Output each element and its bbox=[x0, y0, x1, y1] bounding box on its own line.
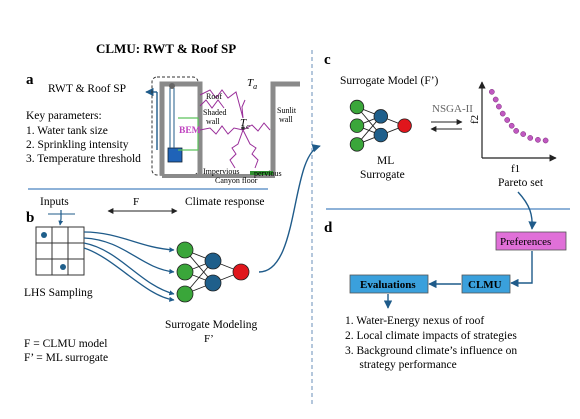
lhs-label: LHS Sampling bbox=[24, 287, 93, 299]
canyon-schematic: BEM Ta Tc Roof Shaded wall Sunlit wall I… bbox=[151, 76, 300, 185]
resistance-network bbox=[199, 89, 271, 169]
evaluations-label: Evaluations bbox=[360, 279, 416, 291]
preferences-to-clmu-arrow bbox=[510, 251, 533, 288]
preferences-box bbox=[495, 231, 567, 251]
clmu-label: CLMU bbox=[468, 279, 502, 291]
nsga-label: NSGA-II bbox=[432, 103, 473, 115]
surrogate-model-title: Surrogate Model (F’) bbox=[340, 75, 439, 87]
pareto-point bbox=[499, 110, 506, 117]
roof-label: Roof bbox=[206, 92, 222, 101]
evaluations-box bbox=[349, 274, 429, 294]
legend-f-prime: F’ = ML surrogate bbox=[24, 352, 108, 364]
hidden-node bbox=[204, 274, 222, 292]
pareto-plot: f2 f1 bbox=[469, 81, 557, 175]
pareto-point bbox=[496, 103, 502, 110]
input-node bbox=[349, 118, 365, 133]
pareto-point bbox=[535, 136, 541, 143]
lhs-sample-point bbox=[60, 264, 66, 270]
pareto-to-preferences-arrow bbox=[517, 191, 537, 230]
surrogate-modeling-label: Surrogate Modeling bbox=[165, 319, 258, 331]
tc-node bbox=[241, 126, 245, 130]
pervious-label: pervious bbox=[254, 169, 282, 178]
pareto-points bbox=[488, 88, 549, 144]
climate-response-label: Climate response bbox=[185, 196, 265, 208]
shaded-wall-label-2: wall bbox=[206, 117, 221, 126]
f2-label: f2 bbox=[469, 115, 481, 124]
panel-a: a CLMU: RWT & Roof SP RWT & Roof SP Key … bbox=[26, 41, 300, 185]
pareto-point bbox=[492, 96, 499, 103]
panel-d: d Preferences CLMU Evaluations 1. Water-… bbox=[324, 220, 567, 371]
input-node bbox=[176, 263, 194, 281]
pareto-point bbox=[527, 135, 534, 141]
pareto-point bbox=[488, 88, 495, 95]
f-prime-label: F’ bbox=[204, 333, 214, 345]
sprinkler-icon bbox=[169, 83, 175, 89]
input-node bbox=[176, 241, 194, 259]
ta-label: Ta bbox=[247, 77, 257, 91]
inputs-label: Inputs bbox=[40, 196, 69, 208]
input-node bbox=[349, 99, 365, 115]
lhs-sample-point bbox=[41, 232, 47, 238]
param-1: 1. Water tank size bbox=[26, 125, 108, 137]
hidden-node bbox=[373, 109, 389, 124]
lhs-grid bbox=[35, 226, 85, 276]
tc-label: Tc bbox=[240, 117, 250, 131]
surrogate-network-c bbox=[349, 99, 412, 152]
pareto-point bbox=[520, 131, 527, 137]
right-building bbox=[270, 81, 300, 175]
bem-label: BEM bbox=[179, 126, 201, 136]
input-node bbox=[349, 137, 365, 152]
eval-item-2: 2. Local climate impacts of strategies bbox=[345, 330, 517, 342]
pareto-point bbox=[504, 117, 511, 123]
pareto-point bbox=[508, 122, 515, 129]
panel-d-letter: d bbox=[324, 220, 333, 236]
f1-label: f1 bbox=[511, 163, 520, 175]
water-tank-icon bbox=[167, 147, 183, 163]
sunlit-wall-label-2: wall bbox=[279, 115, 294, 124]
eval-item-3: 3. Background climate’s influence on bbox=[345, 345, 517, 357]
panel-a-letter: a bbox=[26, 72, 34, 88]
bem-box bbox=[178, 117, 199, 151]
hidden-node bbox=[373, 127, 389, 143]
output-node bbox=[397, 118, 412, 133]
canyon-floor-label: Canyon floor bbox=[215, 176, 258, 185]
pareto-point bbox=[542, 137, 549, 144]
sunlit-wall-label-1: Sunlit bbox=[277, 106, 297, 115]
eval-item-3-cont: strategy performance bbox=[345, 359, 457, 371]
param-2: 2. Sprinkling intensity bbox=[26, 139, 129, 151]
panel-a-output-label: RWT & Roof SP bbox=[48, 83, 126, 95]
panel-c-letter: c bbox=[324, 52, 331, 68]
f-label: F bbox=[133, 196, 139, 208]
impervious-label: Impervious bbox=[203, 167, 239, 176]
param-3: 3. Temperature threshold bbox=[26, 153, 141, 165]
inputs-to-grid-arrow bbox=[58, 210, 64, 226]
key-params-title: Key parameters: bbox=[26, 110, 102, 122]
preferences-label: Preferences bbox=[500, 236, 551, 248]
pareto-label: Pareto set bbox=[498, 177, 544, 189]
grid-to-network-arrows bbox=[83, 231, 175, 302]
surrogate-network-b bbox=[176, 241, 250, 303]
panel-c: c Surrogate Model (F’) ML Surrogate NSGA… bbox=[324, 52, 557, 230]
surrogate-label: Surrogate bbox=[360, 169, 405, 181]
clmu-box bbox=[461, 274, 511, 294]
input-node bbox=[176, 285, 194, 303]
pareto-point bbox=[513, 128, 520, 134]
b-to-c-arrow bbox=[258, 144, 321, 273]
ml-label: ML bbox=[377, 155, 394, 167]
panel-a-title: CLMU: RWT & Roof SP bbox=[96, 41, 236, 56]
hidden-node bbox=[204, 252, 222, 270]
shaded-wall-label-1: Shaded bbox=[203, 108, 227, 117]
output-node bbox=[232, 263, 250, 281]
panel-b: b Inputs F Climate response LHS Sampling bbox=[24, 196, 265, 364]
eval-item-1: 1. Water-Energy nexus of roof bbox=[345, 315, 484, 327]
legend-f: F = CLMU model bbox=[24, 338, 107, 350]
panel-b-letter: b bbox=[26, 210, 34, 226]
